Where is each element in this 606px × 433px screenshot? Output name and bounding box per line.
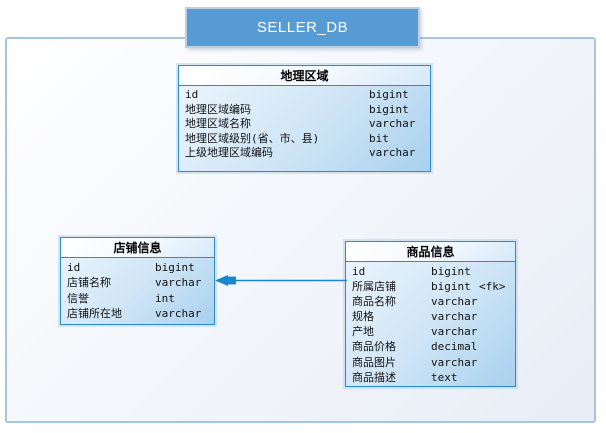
column-name: 商品图片 [352,355,396,369]
table-columns: id bigint 店铺名称 varchar 信誉 int 店铺所在地 varchar [61,258,214,324]
column-type: varchar [155,276,202,290]
database-title: SELLER_DB [256,19,349,36]
column-name: 上级地理区域编码 [185,146,273,160]
column-row: 店铺所在地 varchar [67,306,212,321]
column-row: id bigint [67,260,212,275]
column-flag: <fk> [479,280,506,294]
column-type: bigint [369,102,409,116]
column-row: 商品名称 varchar [352,294,513,309]
column-row: 产地 varchar [352,324,513,339]
column-type: bit [369,131,389,145]
column-type: bigint [369,88,409,101]
column-row: 信誉 int [67,291,212,306]
column-name: 商品描述 [352,370,396,384]
column-type: varchar [369,146,416,160]
column-type: bigint [155,261,195,274]
column-name: 店铺名称 [67,276,111,290]
column-name: 规格 [352,310,374,324]
column-row: 地理区域名称 varchar [185,117,428,132]
column-row: id bigint [185,88,428,103]
column-row: 所属店铺 bigint <fk> [352,279,513,294]
column-row: 规格 varchar [352,309,513,324]
column-name: 商品名称 [352,295,396,309]
column-type: varchar [431,325,478,339]
table-columns: id bigint 所属店铺 bigint <fk> 商品名称 varchar 规格 varch… [346,262,515,386]
column-type: text [431,370,458,384]
table-header: 地理区域 [179,66,430,86]
column-name: 地理区域编码 [185,102,251,116]
column-row: 地理区域编码 bigint [185,103,428,118]
column-row: 店铺名称 varchar [67,275,212,290]
column-type: varchar [431,310,478,324]
column-row: 商品描述 text [352,370,513,385]
table-header: 店铺信息 [61,238,214,258]
foreign-key-arrow [215,275,347,286]
column-name: 信誉 [67,291,89,305]
column-type: varchar [155,307,202,321]
column-name: id [185,88,199,101]
column-name: 地理区域级别(省、市、县) [185,131,320,145]
column-type: bigint [431,265,471,278]
entity-table-shop-info: 店铺信息 id bigint 店铺名称 varchar 信誉 int 店铺所在地 varcha… [60,237,215,325]
column-row: id bigint [352,264,513,279]
column-type: int [155,291,175,305]
column-name: id [67,261,81,274]
column-name: 店铺所在地 [67,307,122,321]
database-title-box: SELLER_DB [185,7,420,48]
column-name: 商品价格 [352,340,396,354]
column-row: 上级地理区域编码 varchar [185,146,428,161]
column-type: varchar [369,117,416,131]
column-name: 地理区域名称 [185,117,251,131]
column-row: 商品价格 decimal [352,339,513,354]
column-type: decimal [431,340,478,354]
column-name: 所属店铺 [352,280,396,294]
column-type: varchar [431,355,478,369]
column-name: 产地 [352,325,374,339]
column-type: varchar [431,295,478,309]
column-row: 地理区域级别(省、市、县) bit [185,132,428,147]
table-header: 商品信息 [346,242,515,262]
column-type: bigint [431,280,471,294]
column-row: 商品图片 varchar [352,355,513,370]
column-name: id [352,265,366,278]
